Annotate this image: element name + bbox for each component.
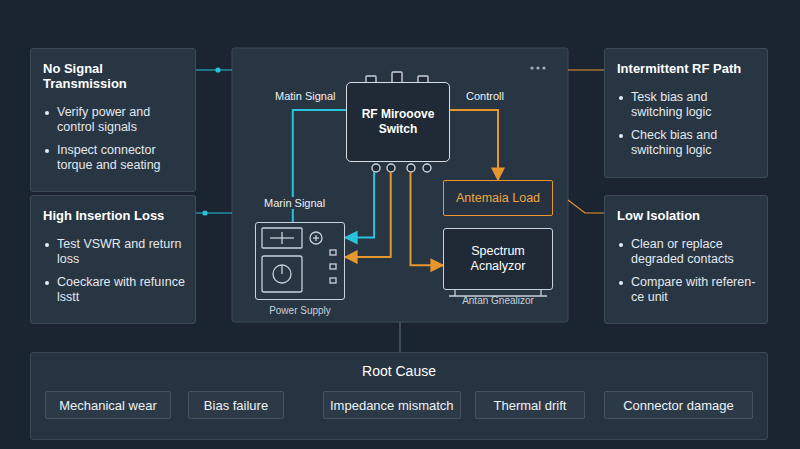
spectrum-analyzer: Spectrum AcnalyzorAntan Gnealizor bbox=[443, 228, 553, 290]
cause-chip: Bias failure bbox=[188, 391, 284, 419]
cause-chip: Impedance mismatch bbox=[323, 391, 461, 419]
bullet-row: Tesk bias and switching logic bbox=[617, 90, 757, 120]
bullet-row: Clean or replace degraded contacts bbox=[617, 237, 757, 267]
device-label: Spectrum Acnalyzor bbox=[454, 244, 542, 274]
leader-lines-left bbox=[196, 68, 232, 215]
box-label: RF Mirooove Switch bbox=[353, 107, 443, 137]
power-supply: Power Supply bbox=[255, 222, 345, 300]
box-label: Thermal drift bbox=[494, 398, 567, 413]
bullet-text: Test VSWR and return loss bbox=[57, 237, 185, 267]
signal-connector bbox=[411, 172, 444, 265]
switch-box: RF Mirooove Switch bbox=[346, 82, 450, 162]
fault-card: High Insertion LossTest VSWR and return … bbox=[30, 195, 196, 324]
menu-dots bbox=[530, 66, 545, 69]
bullet-row: Test VSWR and return loss bbox=[43, 237, 185, 267]
bullet-row: Inspect connector torque and seating bbox=[43, 143, 185, 173]
signal-connector bbox=[345, 172, 374, 238]
cause-chip: Mechanical wear bbox=[45, 391, 171, 419]
antenna-load: Antemaia Load bbox=[443, 180, 553, 216]
bullet-row: Compare with referen- ce unit bbox=[617, 275, 757, 305]
bullet-text: Clean or replace degraded contacts bbox=[631, 237, 757, 267]
bullet-dot bbox=[619, 96, 623, 100]
bullet-row: Verify power and control signals bbox=[43, 105, 185, 135]
signal-label: Controll bbox=[464, 90, 506, 102]
signal-connector bbox=[345, 172, 391, 257]
bullet-dot bbox=[45, 149, 49, 153]
center-panel bbox=[232, 48, 568, 322]
device-caption: Antan Gnealizor bbox=[424, 295, 572, 306]
fault-card: Low IsolationClean or replace degraded c… bbox=[604, 195, 768, 324]
bullet-text: Check bias and switching logic bbox=[631, 128, 757, 158]
device-caption: Power Supply bbox=[236, 305, 364, 316]
fault-card: Intermittent RF PathTesk bias and switch… bbox=[604, 48, 768, 178]
bullet-row: Check bias and switching logic bbox=[617, 128, 757, 158]
bullet-dot bbox=[45, 243, 49, 247]
bullet-text: Verify power and control signals bbox=[57, 105, 185, 135]
bullet-dot bbox=[619, 243, 623, 247]
bullet-dot bbox=[619, 134, 623, 138]
band-heading: Root Cause bbox=[31, 363, 767, 379]
bullet-dot bbox=[45, 281, 49, 285]
box-label: Impedance mismatch bbox=[330, 398, 454, 413]
cause-chip: Thermal drift bbox=[475, 391, 585, 419]
signal-label: Marin Signal bbox=[262, 197, 327, 209]
signal-connector bbox=[450, 110, 498, 180]
box-label: Bias failure bbox=[204, 398, 268, 413]
bullet-row: Coeckare with refuınce lsstt bbox=[43, 275, 185, 305]
card-heading: No Signal Transmission bbox=[43, 61, 185, 91]
box-label: Connector damage bbox=[623, 398, 734, 413]
power-supply-panel bbox=[262, 228, 336, 292]
box-label: Mechanical wear bbox=[59, 398, 157, 413]
card-heading: Intermittent RF Path bbox=[617, 61, 757, 76]
root-cause-band: Root CauseMechanical wear Bias failure Imp… bbox=[30, 352, 768, 440]
bullet-text: Inspect connector torque and seating bbox=[57, 143, 185, 173]
card-heading: High Insertion Loss bbox=[43, 208, 185, 223]
fault-card: No Signal TransmissionVerify power and c… bbox=[30, 48, 196, 192]
bullet-text: Compare with referen- ce unit bbox=[631, 275, 757, 305]
bullet-dot bbox=[619, 281, 623, 285]
bullet-text: Coeckare with refuınce lsstt bbox=[57, 275, 185, 305]
signal-label: Matin Signal bbox=[273, 90, 338, 102]
bullet-dot bbox=[45, 111, 49, 115]
bullet-text: Tesk bias and switching logic bbox=[631, 90, 757, 120]
box-label: Antemaia Load bbox=[456, 191, 540, 205]
card-heading: Low Isolation bbox=[617, 208, 757, 223]
cause-chip: Connector damage bbox=[604, 391, 753, 419]
band-leader bbox=[399, 322, 400, 352]
